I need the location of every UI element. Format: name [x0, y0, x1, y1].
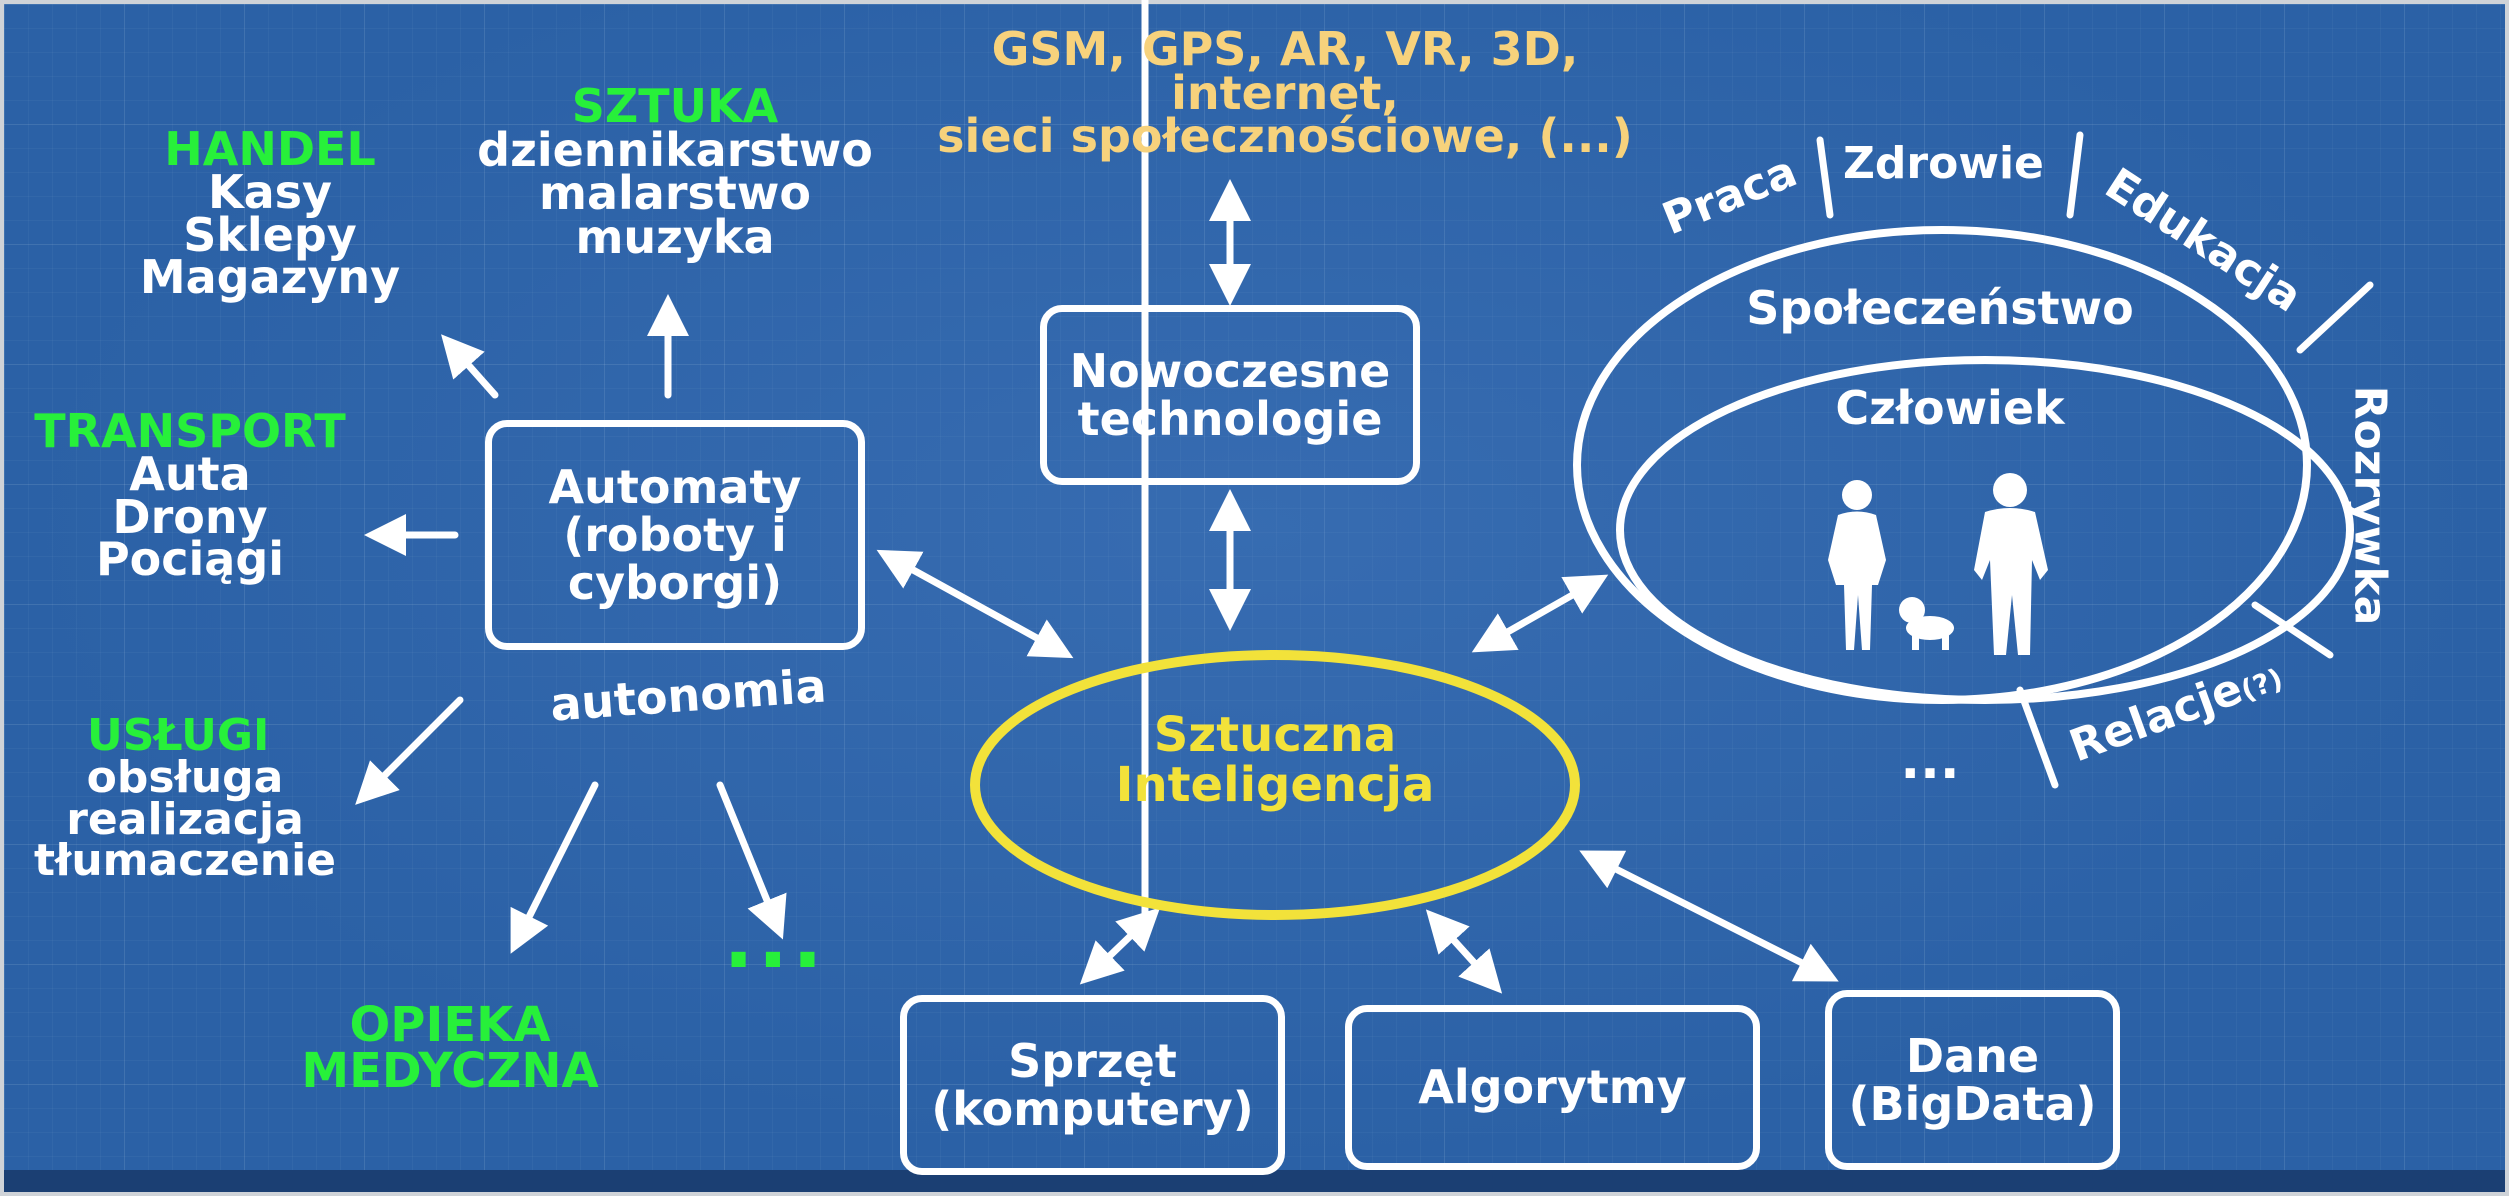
tech-box-line2: technologie: [1077, 392, 1383, 446]
transport-item: Pociągi: [95, 532, 285, 587]
sztuka-group: SZTUKA dziennikarstwo malarstwo muzyka: [465, 79, 885, 265]
sztuka-item: malarstwo: [539, 166, 811, 221]
handel-group: HANDEL Kasy Sklepy Magazyny: [130, 122, 410, 305]
data-line1: Dane: [1905, 1028, 2040, 1083]
sector-divider: [2296, 281, 2374, 354]
opieka-group: OPIEKA MEDYCZNA: [270, 997, 630, 1099]
uslugi-title: USŁUGI: [87, 710, 270, 761]
sector-zdrowie: Zdrowie: [1843, 138, 2044, 189]
automaty-line3: cyborgi): [567, 556, 783, 611]
arrow-to-opieka: [510, 781, 599, 954]
tech-box: Nowoczesne technologie: [1040, 305, 1420, 485]
arrow-ai-hardware: [1079, 907, 1161, 985]
sector-divider: [2016, 686, 2059, 789]
uslugi-item: obsługa: [86, 751, 284, 803]
handel-item: Kasy: [207, 164, 333, 219]
opieka-line2: MEDYCZNA: [301, 1042, 599, 1099]
uslugi-item: realizacja: [66, 793, 304, 845]
ai-label: Sztuczna Inteligencja: [1080, 710, 1470, 811]
tech-examples-label: GSM, GPS, AR, VR, 3D, internet, sieci sp…: [935, 22, 1635, 164]
transport-item: Drony: [112, 489, 268, 544]
society-more-dots: ...: [1900, 731, 1960, 791]
handel-item: Magazyny: [139, 250, 401, 305]
handel-title: HANDEL: [164, 122, 376, 176]
ai-line1: Sztuczna: [1153, 707, 1397, 763]
opieka-line1: OPIEKA: [349, 997, 551, 1053]
sztuka-item: muzyka: [575, 210, 775, 265]
data-line2: (BigData): [1848, 1077, 2097, 1131]
tech-examples-line2: internet,: [1171, 65, 1399, 120]
arrow-to-handel: [441, 334, 499, 399]
sztuka-item: dziennikarstwo: [477, 122, 873, 177]
sztuka-title: SZTUKA: [571, 79, 779, 133]
hardware-line2: (komputery): [931, 1082, 1254, 1136]
automaty-box: Automaty (roboty i cyborgi): [485, 420, 865, 650]
arrow-automaty-ai: [876, 549, 1074, 659]
transport-item: Auta: [129, 446, 251, 501]
transport-title: TRANSPORT: [34, 404, 346, 458]
data-box: Dane (BigData): [1825, 990, 2120, 1170]
uslugi-group: USŁUGI obsługa realizacja tłumaczenie: [15, 710, 355, 887]
transport-group: TRANSPORT Auta Drony Pociągi: [30, 404, 350, 587]
hardware-box: Sprzęt (komputery): [900, 995, 1285, 1175]
arrow-ai-data: [1579, 850, 1839, 982]
ai-ellipse: [970, 650, 1580, 920]
blueprint-background: [4, 4, 2505, 1192]
arrow-to-uslugi: [355, 696, 464, 805]
arrow-society-ai: [1471, 574, 1609, 653]
human-ellipse: [1616, 356, 2354, 704]
sector-divider: [2251, 601, 2334, 659]
people-silhouettes: [1828, 473, 2048, 655]
algorithms-label: Algorytmy: [1418, 1060, 1687, 1115]
ai-line2: Inteligencja: [1115, 757, 1435, 814]
more-automation-dots: ...: [723, 893, 827, 986]
sector-divider: [2066, 131, 2084, 219]
arrow-ai-algorithms: [1425, 909, 1503, 994]
human-label: Człowiek: [1835, 381, 2065, 435]
sector-rozrywka: Rozrywka: [2344, 385, 2396, 626]
tech-box-line1: Nowoczesne: [1069, 343, 1391, 398]
automaty-line2: (roboty i: [563, 507, 787, 562]
sector-divider: [1816, 136, 1834, 219]
tech-examples-line1: GSM, GPS, AR, VR, 3D,: [991, 22, 1579, 76]
automaty-line1: Automaty: [548, 459, 802, 514]
society-label: Społeczeństwo: [1746, 281, 2134, 335]
handel-item: Sklepy: [183, 207, 357, 262]
tech-examples-line3: sieci społecznościowe, (...): [937, 109, 1633, 164]
hardware-line1: Sprzęt: [1008, 1033, 1177, 1088]
arrow-to-dots: [716, 781, 787, 940]
uslugi-item: tłumaczenie: [33, 835, 336, 887]
algorithms-box: Algorytmy: [1345, 1005, 1760, 1170]
